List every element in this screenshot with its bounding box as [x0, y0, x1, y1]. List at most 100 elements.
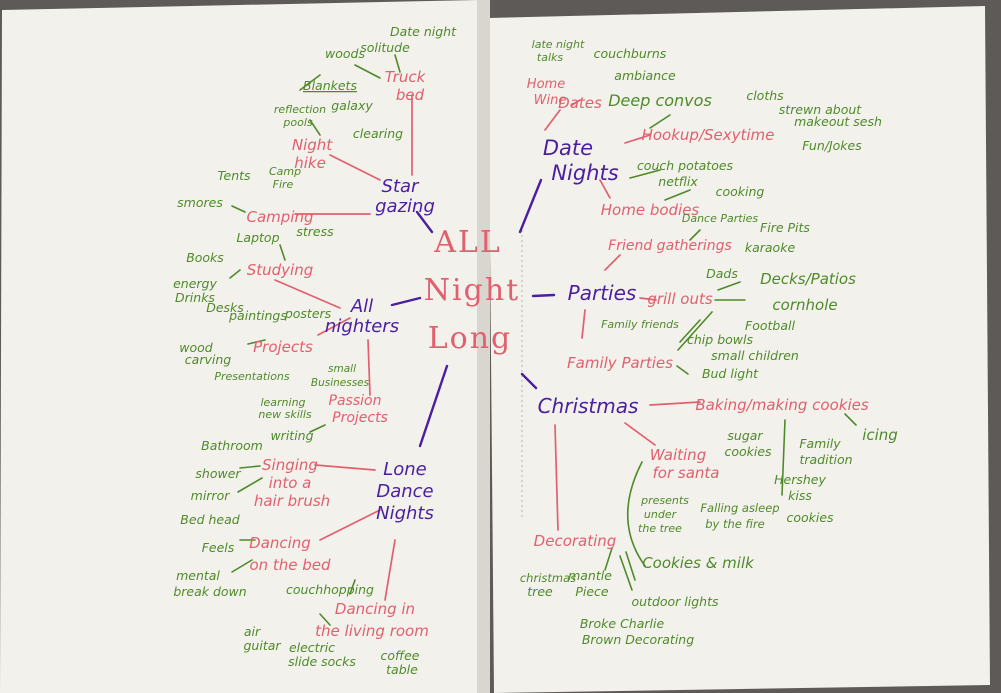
detail-mental-break-2: break down [173, 584, 246, 599]
detail-blankets: Blankets [303, 78, 357, 93]
detail-hershey-3: cookies [786, 510, 834, 525]
hub-all-nighters-1: All [350, 296, 373, 317]
detail-books: Books [186, 250, 224, 265]
detail-bud-light: Bud light [702, 366, 759, 381]
detail-small-children: small children [711, 348, 799, 363]
detail-stress: stress [296, 224, 334, 239]
topic-labels: Truck bed Night hike Camping Studying Pr… [247, 68, 869, 640]
green-connectors [229, 54, 857, 626]
detail-desks: Desks [206, 300, 244, 315]
detail-camp-fire-2: Fire [273, 178, 294, 191]
hub-date-nights-2: Nights [551, 161, 618, 185]
detail-bedhead: Bed head [180, 512, 239, 527]
topic-dancing-living-1: Dancing in [335, 600, 415, 618]
detail-netflix: netflix [658, 174, 698, 189]
detail-late-night-talks-2: talks [537, 51, 563, 64]
detail-reflection-pools-1: reflection [274, 103, 326, 116]
detail-karaoke: karaoke [745, 240, 796, 255]
detail-shower: shower [195, 466, 241, 481]
center-word-2: Night [424, 273, 520, 308]
detail-laptop: Laptop [236, 230, 279, 245]
center-word-1: ALL [433, 225, 502, 260]
hub-lone-dance-2: Dance [376, 481, 433, 502]
detail-energy-drinks-1: energy [173, 276, 217, 291]
detail-paintings: paintings [228, 308, 287, 323]
detail-couchburns: couchburns [594, 46, 667, 61]
topic-home-bodies: Home bodies [601, 201, 700, 219]
detail-christmas-tree-2: tree [527, 584, 553, 599]
detail-reflection-pools-2: pools [282, 116, 312, 129]
detail-electric-slide-1: electric [289, 640, 335, 655]
topic-studying: Studying [247, 261, 314, 279]
detail-presents-3: the tree [638, 522, 682, 535]
detail-writing: writing [270, 428, 313, 443]
topic-hookup: Hookup/Sexytime [642, 126, 775, 144]
detail-posters: posters [284, 306, 332, 321]
topic-projects: Projects [253, 338, 313, 356]
detail-galaxy: galaxy [331, 98, 373, 113]
topic-dancing-bed-1: Dancing [249, 534, 311, 552]
binding-gutter [477, 0, 490, 693]
detail-electric-slide-2: slide socks [288, 654, 356, 669]
hub-star-gazing-1: Star [382, 176, 421, 197]
detail-presents-2: under [644, 508, 678, 521]
detail-christmas-tree-1: christmas [520, 571, 576, 585]
topic-baking: Baking/making cookies [695, 396, 869, 414]
detail-labels: woods solitude Date night Blankets refle… [173, 24, 898, 677]
pink-connectors [274, 94, 701, 601]
detail-sugar-cookies-2: cookies [724, 444, 772, 459]
detail-sugar-cookies-1: sugar [727, 428, 763, 443]
hub-star-gazing-2: gazing [375, 196, 435, 217]
center-word-3: Long [428, 321, 513, 356]
detail-fire-pits: Fire Pits [760, 220, 810, 235]
detail-learning-2: new skills [258, 408, 312, 421]
detail-hershey-1: Hershey [774, 472, 826, 487]
topic-truck-bed-2: bed [396, 86, 425, 104]
hub-all-nighters-2: nighters [325, 316, 399, 337]
detail-mental-break-1: mental [176, 568, 220, 583]
detail-date-night: Date night [390, 24, 457, 39]
detail-air-guitar-2: guitar [243, 638, 281, 653]
topic-singing-1: Singing [262, 456, 318, 474]
detail-deep-convos: Deep convos [608, 91, 712, 110]
detail-learning-1: learning [260, 396, 305, 409]
detail-mantle-piece-1: mantle [568, 568, 612, 583]
topic-dancing-living-2: the living room [315, 622, 429, 640]
hub-parties: Parties [568, 281, 637, 305]
detail-cooking: cooking [716, 184, 765, 199]
detail-outdoor-lights: outdoor lights [631, 594, 719, 609]
right-page [488, 6, 990, 693]
topic-home-wine-2: Wine [534, 93, 567, 108]
topic-friend-gatherings: Friend gatherings [608, 238, 732, 254]
topic-home-wine-1: Home [527, 77, 565, 92]
detail-woods: woods [325, 46, 365, 61]
hub-christmas: Christmas [538, 394, 639, 418]
detail-bathroom: Bathroom [201, 438, 263, 453]
detail-falling-asleep-2: by the fire [705, 517, 765, 531]
detail-icing: icing [862, 426, 898, 444]
detail-family-tradition-1: Family [799, 436, 841, 451]
detail-coffee-table-2: table [386, 662, 418, 677]
detail-feels: Feels [202, 540, 235, 555]
hub-lone-dance-1: Lone [383, 459, 427, 480]
detail-presents-1: presents [640, 494, 689, 507]
topic-dates: Dates [558, 94, 602, 112]
detail-clearing: clearing [353, 126, 403, 141]
detail-late-night-talks-1: late night [532, 38, 585, 51]
detail-cornhole: cornhole [772, 296, 837, 314]
detail-mantle-piece-2: Piece [575, 584, 609, 599]
detail-presentations: Presentations [214, 370, 290, 383]
topic-grill-outs: grill outs [647, 290, 713, 308]
detail-hershey-2: kiss [788, 488, 812, 503]
detail-clothes-2: strewn about [779, 102, 863, 117]
detail-decks-patios: Decks/Patios [760, 270, 856, 288]
topic-passion-projects-1: Passion [329, 393, 382, 409]
detail-clothes-1: cloths [746, 88, 784, 103]
detail-family-tradition-2: tradition [799, 452, 852, 467]
purple-connectors [390, 178, 556, 448]
detail-ambiance: ambiance [614, 68, 676, 83]
detail-camp-fire-1: Camp [269, 165, 301, 178]
detail-couch-potatoes: couch potatoes [637, 158, 734, 173]
topic-waiting-santa-2: for santa [653, 464, 720, 482]
